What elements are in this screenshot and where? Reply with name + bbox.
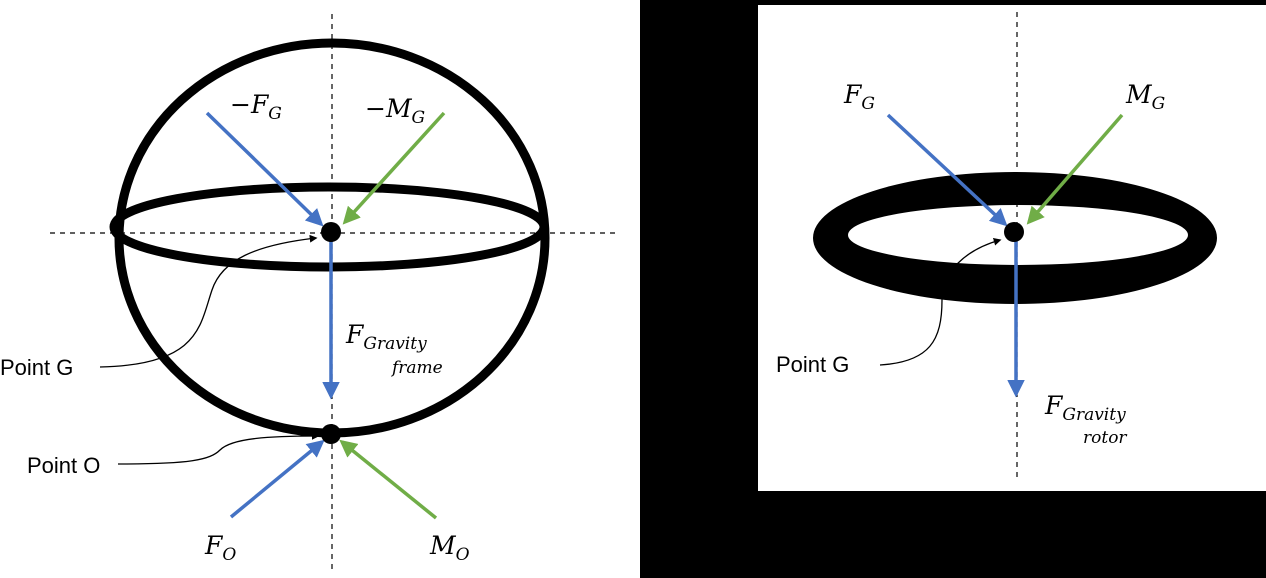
- point-o-leader: [117, 432, 320, 465]
- point-o-dot: [321, 424, 341, 444]
- point-o-label: Point O: [27, 453, 100, 478]
- gravity-frame-label: FGravity: [345, 320, 427, 354]
- rotor-ring: [813, 172, 1217, 304]
- force-g-label: FG: [843, 80, 875, 114]
- moment-o-arrow: [339, 439, 438, 520]
- moment-g-label: MG: [1125, 80, 1165, 114]
- moment-o-label: MO: [429, 531, 470, 565]
- point-g-dot: [321, 222, 341, 242]
- neg-force-g-label: −FG: [230, 90, 282, 124]
- rotor-point-g-leader: [879, 237, 1002, 366]
- point-g-leader: [99, 234, 318, 368]
- gravity-rotor-label: FGravity: [1044, 391, 1126, 425]
- force-g-arrow: [886, 113, 1008, 227]
- left-panel-background: [0, 0, 640, 578]
- rotor-point-g-label: Point G: [776, 352, 849, 377]
- point-g-label: Point G: [0, 355, 73, 380]
- neg-force-g-arrow: [205, 111, 324, 227]
- force-o-label: FO: [204, 531, 236, 565]
- gravity-rotor-sublabel: rotor: [1083, 428, 1127, 448]
- neg-moment-g-arrow: [342, 111, 446, 225]
- neg-moment-g-label: −MG: [365, 94, 425, 128]
- gravity-frame-sublabel: frame: [390, 358, 443, 378]
- rotor-point-g-dot: [1004, 222, 1024, 242]
- sphere-equator-ring: [109, 182, 549, 272]
- force-o-arrow: [229, 439, 325, 519]
- moment-g-arrow: [1026, 113, 1124, 225]
